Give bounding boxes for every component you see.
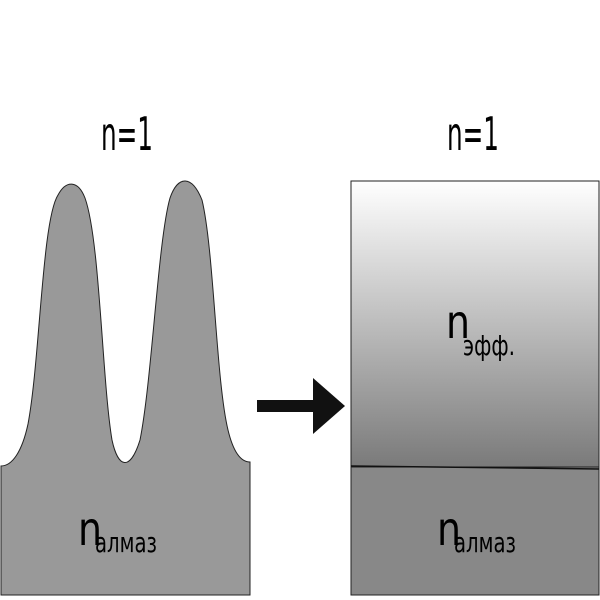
- left-ambient-index-label: n=1: [101, 107, 153, 161]
- transformation-arrow: [257, 378, 345, 434]
- effective-medium-layer: [350, 180, 600, 468]
- left-diamond-index-symbol: n: [78, 502, 102, 556]
- right-ambient-index-label: n=1: [447, 107, 499, 161]
- right-diamond-index-subscript: алмаз: [454, 526, 516, 559]
- effective-index-symbol: n: [446, 295, 470, 349]
- diamond-substrate: [350, 466, 600, 596]
- effective-index-subscript: эфф.: [463, 329, 515, 362]
- right-diamond-index-symbol: n: [437, 502, 461, 556]
- diamond-textured-surface: [0, 180, 251, 596]
- left-diamond-index-subscript: алмаз: [95, 526, 157, 559]
- layer-interface-line: [350, 465, 600, 470]
